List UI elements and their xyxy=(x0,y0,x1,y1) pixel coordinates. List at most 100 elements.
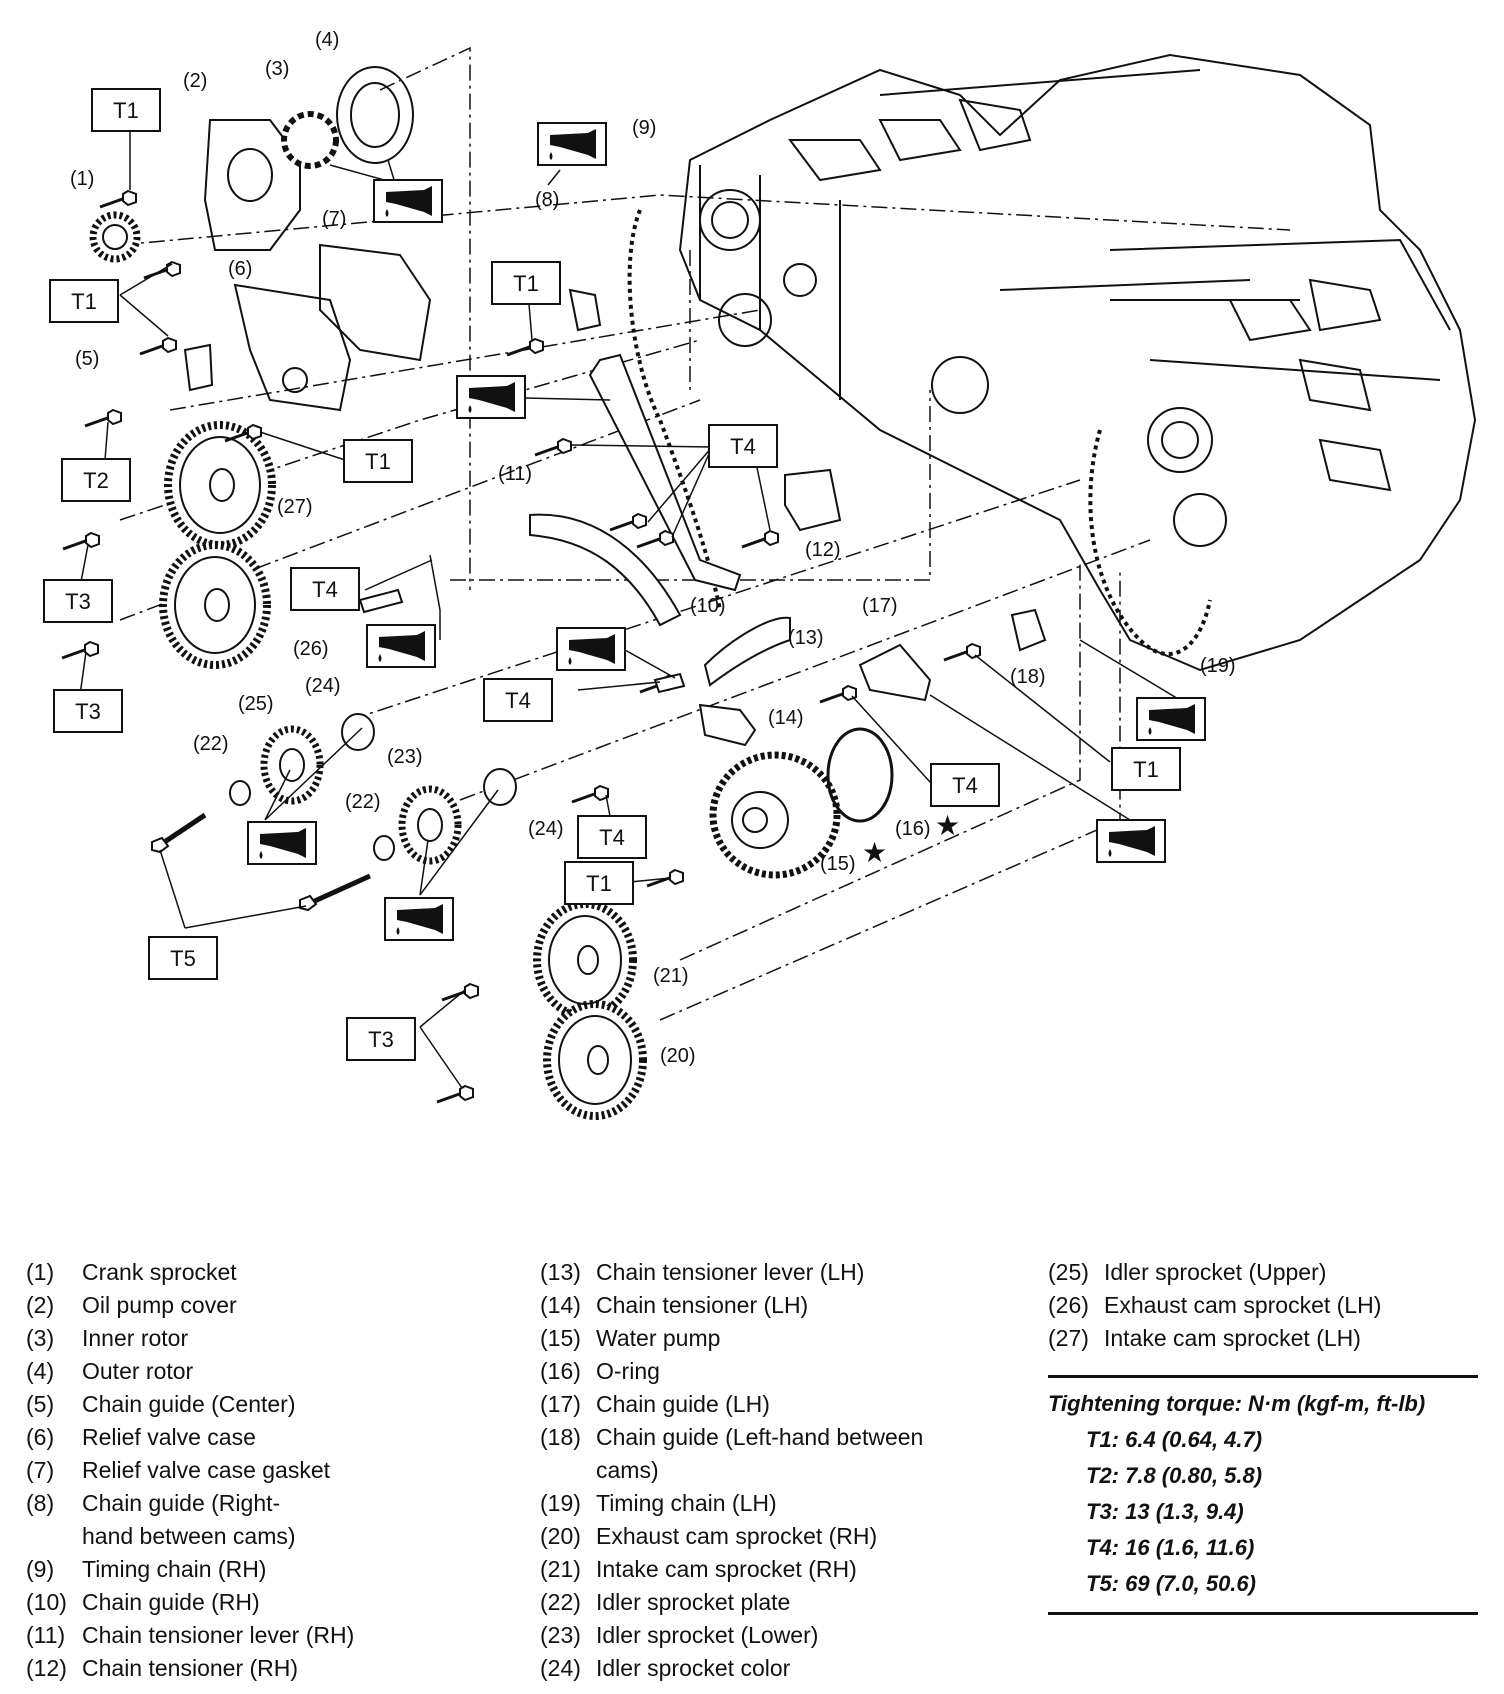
oil-pump-cover xyxy=(203,119,301,251)
callout-11: (11) xyxy=(498,463,532,485)
legend-item: (22)Idler sprocket plate xyxy=(540,1589,791,1615)
svg-text:T3: T3 xyxy=(65,589,91,614)
torque-tag: T4 xyxy=(483,678,553,722)
torque-tag: T3 xyxy=(53,689,123,733)
crank-sprocket xyxy=(89,211,141,263)
callout-9: (9) xyxy=(632,117,656,139)
star-marker-icon: ★ xyxy=(935,809,960,842)
legend-item: (16)O-ring xyxy=(540,1358,660,1384)
callout-6: (6) xyxy=(228,258,252,280)
relief-valve-case xyxy=(233,283,352,412)
callout-20: (20) xyxy=(660,1045,696,1067)
timing-chain-lh xyxy=(1088,429,1212,657)
torque-item: T5: 69 (7.0, 50.6) xyxy=(1086,1571,1256,1596)
legend-item: (10)Chain guide (RH) xyxy=(26,1589,260,1615)
exhaust-cam-sprocket-lh xyxy=(159,541,271,669)
legend-item: (23)Idler sprocket (Lower) xyxy=(540,1622,819,1648)
torque-tag: T2 xyxy=(61,458,131,502)
exhaust-cam-sprocket-rh xyxy=(543,1000,647,1120)
oil-can-icon xyxy=(384,897,454,941)
callout-3: (3) xyxy=(265,58,289,80)
legend-item: (5)Chain guide (Center) xyxy=(26,1391,296,1417)
callout-24b: (24) xyxy=(528,818,564,840)
oil-can-icon xyxy=(537,122,607,166)
legend-column-1: (1)Crank sprocket (2)Oil pump cover (3)I… xyxy=(26,1256,446,1685)
legend-column-3: (25)Idler sprocket (Upper) (26)Exhaust c… xyxy=(1048,1256,1488,1355)
callout-22a: (22) xyxy=(193,733,229,755)
legend-item: (4)Outer rotor xyxy=(26,1358,194,1384)
callout-2: (2) xyxy=(183,70,207,92)
exploded-timing-diagram: (1) (2) (3) (4) (5) (6) (7) (8) (9) (10)… xyxy=(43,29,1477,1120)
svg-text:T4: T4 xyxy=(952,773,978,798)
torque-tag: T1 xyxy=(491,261,561,305)
torque-tag: T1 xyxy=(343,439,413,483)
torque-item: T2: 7.8 (0.80, 5.8) xyxy=(1086,1463,1263,1488)
callout-1: (1) xyxy=(70,168,94,190)
chain-guide-rh xyxy=(588,353,742,592)
svg-text:T2: T2 xyxy=(83,468,109,493)
torque-item: T4: 16 (1.6, 11.6) xyxy=(1086,1535,1255,1560)
water-pump xyxy=(709,751,841,879)
callout-17: (17) xyxy=(862,595,898,617)
svg-text:T3: T3 xyxy=(75,699,101,724)
torque-tag: T1 xyxy=(1111,747,1181,791)
callout-22b: (22) xyxy=(345,791,381,813)
legend-item: (25)Idler sprocket (Upper) xyxy=(1048,1259,1327,1285)
legend-item: (2)Oil pump cover xyxy=(26,1292,237,1318)
svg-text:T1: T1 xyxy=(513,271,539,296)
chain-tensioner-lever-rh xyxy=(529,513,682,627)
callout-16: (16) xyxy=(895,818,931,840)
callout-13: (13) xyxy=(788,627,824,649)
svg-text:T5: T5 xyxy=(170,946,196,971)
svg-text:T3: T3 xyxy=(368,1027,394,1052)
torque-tag: T1 xyxy=(91,88,161,132)
torque-list: T1: 6.4 (0.64, 4.7) T2: 7.8 (0.80, 5.8) … xyxy=(1048,1422,1478,1602)
callout-19: (19) xyxy=(1200,655,1236,677)
torque-specification-box: Tightening torque: N·m (kgf-m, ft-lb) T1… xyxy=(1048,1375,1478,1615)
callout-21: (21) xyxy=(653,965,689,987)
chain-guide-lh xyxy=(858,643,932,702)
relief-valve-case-gasket xyxy=(319,243,432,362)
star-markers: ★ ★ xyxy=(862,809,960,869)
legend-item: (8)Chain guide (Right-hand between cams) xyxy=(26,1490,296,1549)
legend-item: (3)Inner rotor xyxy=(26,1325,189,1351)
oil-can-icon xyxy=(512,630,580,672)
oil-can-icon xyxy=(366,624,436,668)
legend-item: (17)Chain guide (LH) xyxy=(540,1391,770,1417)
legend-item: (6)Relief valve case xyxy=(26,1424,256,1450)
torque-tag: T3 xyxy=(346,1017,416,1061)
svg-text:T4: T4 xyxy=(730,434,756,459)
callout-23: (23) xyxy=(387,746,423,768)
svg-text:T1: T1 xyxy=(113,98,139,123)
chain-guide-lh-between-cams xyxy=(1010,608,1047,652)
legend-item: (15)Water pump xyxy=(540,1325,721,1351)
legend-item: (13)Chain tensioner lever (LH) xyxy=(540,1259,865,1285)
legend-item: (21)Intake cam sprocket (RH) xyxy=(540,1556,857,1582)
legend-item: (11)Chain tensioner lever (RH) xyxy=(26,1622,355,1648)
torque-tag: T4 xyxy=(708,424,778,468)
timing-chain-rh xyxy=(627,209,722,611)
legend-item: (12)Chain tensioner (RH) xyxy=(26,1655,299,1681)
torque-title: Tightening torque: N·m (kgf-m, ft-lb) xyxy=(1048,1391,1426,1416)
torque-item: T1: 6.4 (0.64, 4.7) xyxy=(1086,1427,1263,1452)
intake-cam-sprocket-lh xyxy=(164,421,276,549)
chain-tensioner-rh xyxy=(784,468,842,532)
idler-sprocket-upper xyxy=(260,725,324,805)
oil-can-icon xyxy=(373,179,443,223)
callout-25: (25) xyxy=(238,693,274,715)
legend-column-2: (13)Chain tensioner lever (LH) (14)Chain… xyxy=(540,1256,1000,1685)
legend-item: (20)Exhaust cam sprocket (RH) xyxy=(540,1523,878,1549)
legend-item: (7)Relief valve case gasket xyxy=(26,1457,331,1483)
star-marker-icon: ★ xyxy=(862,836,887,869)
callout-8: (8) xyxy=(535,189,559,211)
svg-text:T4: T4 xyxy=(599,825,625,850)
svg-text:T4: T4 xyxy=(505,688,531,713)
legend-item: (24)Idler sprocket color xyxy=(540,1655,791,1681)
svg-text:T4: T4 xyxy=(312,577,338,602)
chain-tensioner-lh xyxy=(698,703,757,747)
callout-18: (18) xyxy=(1010,666,1046,688)
torque-tag: T5 xyxy=(148,936,218,980)
chain-guide-rh-between-cams xyxy=(568,288,602,332)
callout-labels: (1) (2) (3) (4) (5) (6) (7) (8) (9) (10)… xyxy=(70,29,1236,1067)
torque-tag: T1 xyxy=(49,279,119,323)
